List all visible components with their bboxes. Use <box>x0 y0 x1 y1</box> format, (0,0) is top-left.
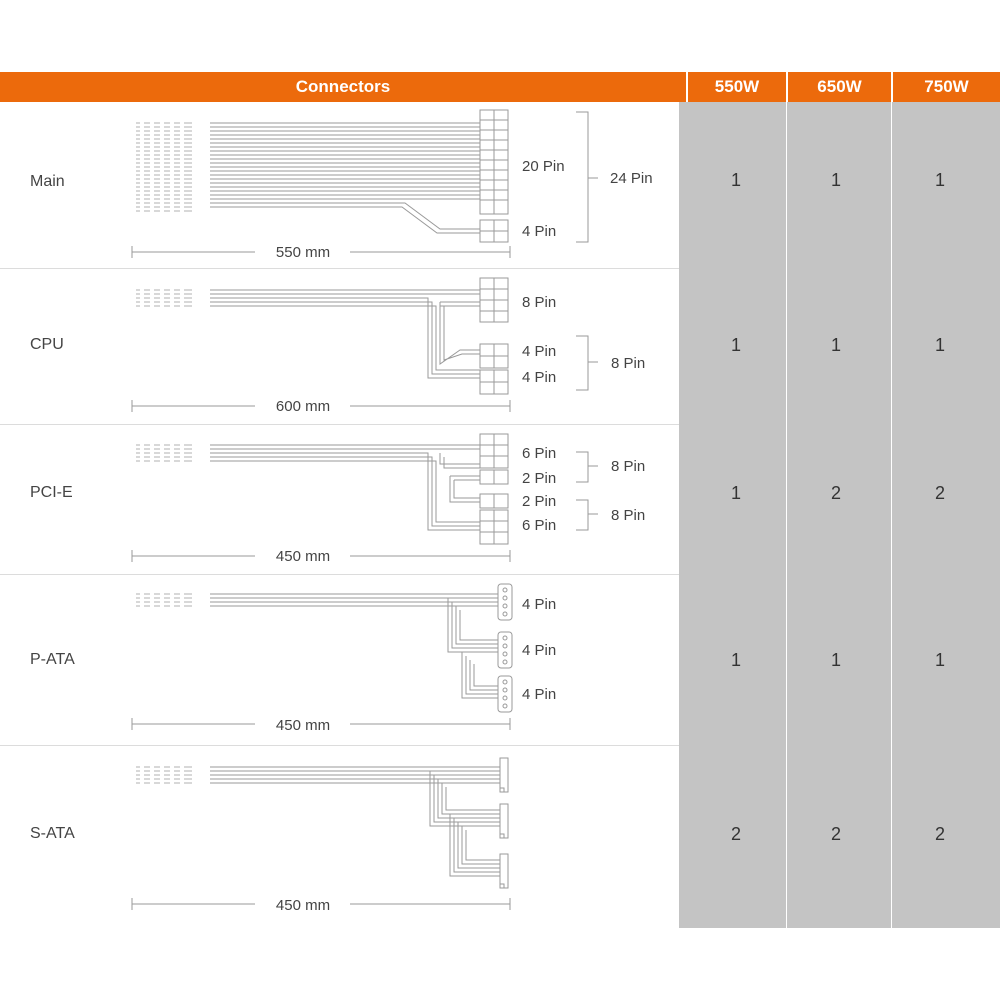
cpu-group-bracket <box>576 335 598 391</box>
row-divider <box>0 424 679 425</box>
row-divider <box>0 574 679 575</box>
row-label-main: Main <box>30 173 65 190</box>
pcie-cable-diagram <box>131 433 598 562</box>
header-650w: 650W <box>817 77 862 96</box>
cpu-pin-label: 4 Pin <box>522 343 556 360</box>
pata-4pin-connector <box>497 631 513 669</box>
pcie-pin-label: 2 Pin <box>522 470 556 487</box>
sata-connector <box>499 757 509 793</box>
sata-length-label: 450 mm <box>276 897 330 914</box>
header-550w: 550W <box>714 77 760 96</box>
cpu-cable-diagram <box>131 277 598 412</box>
main-pin-label: 4 Pin <box>522 223 556 240</box>
sata-cable-diagram <box>131 757 511 910</box>
sata-wire-stubs <box>136 766 192 784</box>
wattage-columns <box>679 102 1000 928</box>
value-cpu-750w: 1 <box>934 335 945 355</box>
pata-wires <box>210 593 498 699</box>
cpu-length-label: 600 mm <box>276 398 330 415</box>
pata-pin-label: 4 Pin <box>522 686 556 703</box>
value-sata-550w: 2 <box>730 824 741 844</box>
pata-cable-diagram <box>131 583 513 730</box>
row-label-pata: P-ATA <box>30 651 75 668</box>
pcie-wire-stubs <box>136 444 192 462</box>
pcie-6pin-connector <box>479 433 509 469</box>
pcie-wires <box>210 444 480 531</box>
pcie-pin-label: 6 Pin <box>522 517 556 534</box>
value-cpu-550w: 1 <box>730 335 741 355</box>
pcie-group-label: 8 Pin <box>611 458 645 475</box>
pcie-2pin-connector <box>479 469 509 485</box>
cpu-8pin-connector <box>479 277 509 323</box>
table-header: Connectors 550W 650W 750W <box>0 72 1000 102</box>
pata-4pin-connector <box>497 583 513 621</box>
header-divider <box>891 72 893 102</box>
cpu-pin-label: 8 Pin <box>522 294 556 311</box>
main-pin-label: 20 Pin <box>522 158 565 175</box>
value-pcie-650w: 2 <box>830 483 841 503</box>
header-divider <box>786 72 788 102</box>
pcie-group-bracket <box>576 499 598 531</box>
pcie-length-dimension <box>131 550 511 562</box>
header-connectors: Connectors <box>295 77 391 96</box>
pcie-2pin-connector <box>479 493 509 509</box>
main-group-bracket <box>576 111 598 243</box>
pcie-length-label: 450 mm <box>276 548 330 565</box>
pata-wire-stubs <box>136 593 192 607</box>
pata-pin-label: 4 Pin <box>522 596 556 613</box>
sata-connector <box>499 803 509 839</box>
cpu-group-label: 8 Pin <box>611 355 645 372</box>
value-cpu-650w: 1 <box>830 335 841 355</box>
pcie-group-label: 8 Pin <box>611 507 645 524</box>
value-pata-650w: 1 <box>830 650 841 670</box>
value-pcie-550w: 1 <box>730 483 741 503</box>
main-cable-diagram <box>131 109 598 258</box>
column-divider <box>786 102 787 928</box>
sata-length-dimension <box>131 898 511 910</box>
value-sata-650w: 2 <box>830 824 841 844</box>
sata-connector <box>499 853 509 889</box>
value-pata-750w: 1 <box>934 650 945 670</box>
row-divider <box>0 268 679 269</box>
row-label-sata: S-ATA <box>30 825 75 842</box>
main-wires <box>210 122 480 234</box>
main-20pin-connector <box>479 109 509 215</box>
cpu-pin-label: 4 Pin <box>522 369 556 386</box>
value-main-650w: 1 <box>830 170 841 190</box>
value-pata-550w: 1 <box>730 650 741 670</box>
main-4pin-connector <box>479 219 509 243</box>
pcie-group-bracket <box>576 451 598 483</box>
main-group-label: 24 Pin <box>610 170 653 187</box>
row-label-cpu: CPU <box>30 336 64 353</box>
header-750w: 750W <box>924 77 969 96</box>
cpu-4pin-connector <box>479 343 509 369</box>
column-divider <box>891 102 892 928</box>
pcie-6pin-connector <box>479 509 509 545</box>
main-length-dimension <box>131 246 511 258</box>
cpu-wire-stubs <box>136 289 192 307</box>
pata-pin-label: 4 Pin <box>522 642 556 659</box>
value-sata-750w: 2 <box>934 824 945 844</box>
sata-wires <box>210 766 500 877</box>
pcie-pin-label: 2 Pin <box>522 493 556 510</box>
cpu-4pin-connector <box>479 369 509 395</box>
main-length-label: 550 mm <box>276 244 330 261</box>
cpu-wires <box>210 289 480 379</box>
cpu-length-dimension <box>131 400 511 412</box>
pcie-pin-label: 6 Pin <box>522 445 556 462</box>
row-label-pcie: PCI-E <box>30 484 73 501</box>
value-main-550w: 1 <box>730 170 741 190</box>
pata-length-label: 450 mm <box>276 717 330 734</box>
cable-diagrams: 20 Pin 4 Pin 24 Pin 550 mm 8 Pin 4 Pin 4… <box>131 109 653 914</box>
header-divider <box>686 72 688 102</box>
value-pcie-750w: 2 <box>934 483 945 503</box>
pata-4pin-connector <box>497 675 513 713</box>
pata-length-dimension <box>131 718 511 730</box>
main-wire-stubs <box>136 122 192 212</box>
value-main-750w: 1 <box>934 170 945 190</box>
row-divider <box>0 745 679 746</box>
